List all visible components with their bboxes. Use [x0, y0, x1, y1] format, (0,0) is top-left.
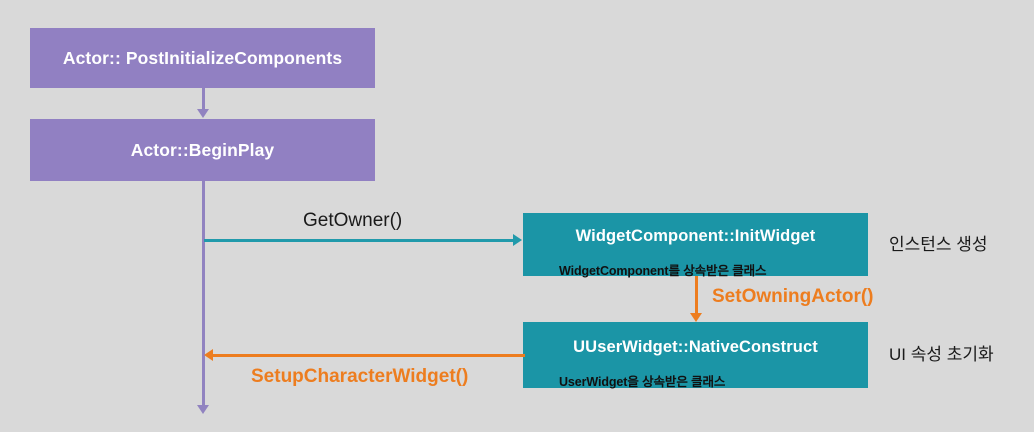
side-note-ui-property-init: UI 속성 초기화 — [889, 345, 994, 364]
arrowhead-right-get-owner-icon — [513, 234, 522, 246]
node-native-construct[interactable]: UUserWidget::NativeConstruct — [523, 322, 868, 388]
arrowhead-down-lifeline-end-icon — [197, 405, 209, 414]
node-begin-play-title: Actor::BeginPlay — [130, 139, 275, 160]
node-native-construct-title: UUserWidget::NativeConstruct — [573, 338, 818, 356]
node-post-initialize-components[interactable]: Actor:: PostInitializeComponents — [30, 28, 375, 88]
node-begin-play[interactable]: Actor::BeginPlay — [30, 119, 375, 181]
node-native-construct-caption: UserWidget을 상속받은 클래스 — [559, 375, 726, 389]
arrowhead-down-postinit-to-beginplay-icon — [197, 109, 209, 118]
edge-line-get-owner — [204, 239, 514, 242]
edge-label-setup-character-widget: SetupCharacterWidget() — [251, 366, 469, 387]
edge-line-set-owning-actor — [695, 276, 698, 314]
node-init-widget-caption: WidgetComponent를 상속받은 클래스 — [559, 264, 767, 278]
side-note-instance-creation: 인스턴스 생성 — [889, 235, 988, 254]
arrowhead-down-set-owning-actor-icon — [690, 313, 702, 322]
edge-label-get-owner: GetOwner() — [303, 210, 403, 231]
node-post-initialize-components-title: Actor:: PostInitializeComponents — [62, 47, 343, 68]
edge-label-set-owning-actor: SetOwningActor() — [712, 286, 874, 307]
lifeline-begin-play — [202, 181, 205, 406]
edge-line-setup-character-widget — [213, 354, 525, 357]
node-init-widget[interactable]: WidgetComponent::InitWidget — [523, 213, 868, 276]
connector-postinit-to-beginplay — [202, 88, 205, 110]
arrowhead-left-setup-character-widget-icon — [204, 349, 213, 361]
node-init-widget-title: WidgetComponent::InitWidget — [575, 227, 816, 245]
